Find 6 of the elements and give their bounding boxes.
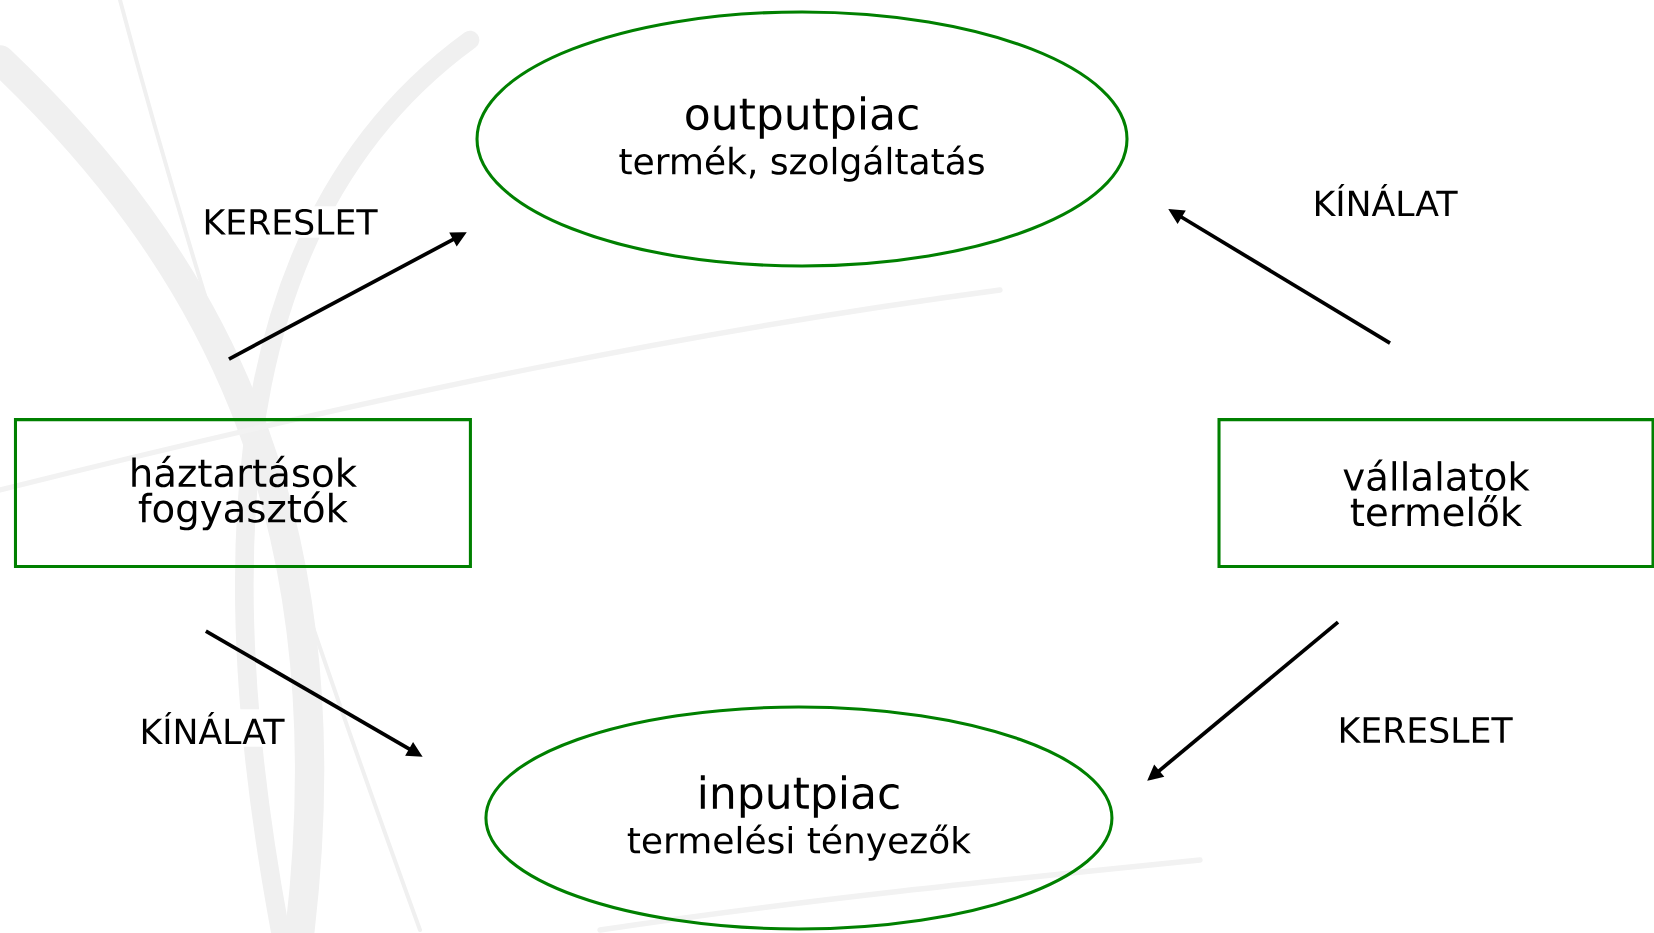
edge-label: KÍNÁLAT	[136, 709, 288, 747]
actor-box: vállalatok termelők	[1217, 418, 1654, 569]
edge-label: KERESLET	[1334, 714, 1516, 746]
actor-box: háztartások fogyasztók	[13, 418, 472, 569]
edge-label: KERESLET	[199, 206, 381, 238]
edge-label: KÍNÁLAT	[1309, 181, 1461, 219]
